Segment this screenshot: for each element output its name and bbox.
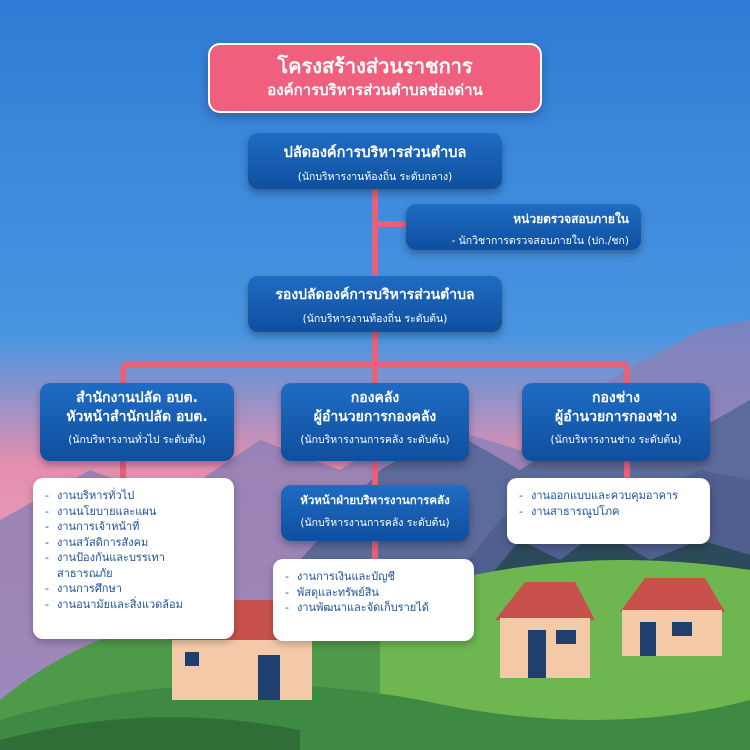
finance-subunit-box: หัวหน้าฝ่ายบริหารงานการคลัง (นักบริหารงา… <box>281 485 469 541</box>
list-item: งานบริหารทั่วไป <box>45 488 222 504</box>
department-box-finance: กองคลัง ผู้อำนวยการกองคลัง (นักบริหารงาน… <box>281 383 469 461</box>
chief-subtitle: (นักบริหารงานท้องถิ่น ระดับกลาง) <box>297 171 453 183</box>
task-card-finance: งานการเงินและบัญชี พัสดุและทรัพย์สิน งาน… <box>273 559 474 641</box>
list-item: งานออกแบบและควบคุมอาคาร <box>519 488 698 504</box>
deputy-box: รองปลัดองค์การบริหารส่วนตำบล (นักบริหารง… <box>248 276 502 332</box>
title-line-1: โครงสร้างส่วนราชการ <box>277 54 473 78</box>
department-title: สำนักงานปลัด อบต. <box>76 390 198 406</box>
list-item: งานอนามัยและสิ่งแวดล้อม <box>45 597 222 613</box>
department-title: กองช่าง <box>592 390 640 406</box>
audit-subtitle: - นักวิชาการตรวจสอบภายใน (ปก./ชก) <box>451 235 629 247</box>
department-box-office: สำนักงานปลัด อบต. หัวหน้าสำนักปลัด อบต. … <box>40 383 234 461</box>
list-item: งานนโยบายและแผน <box>45 504 222 520</box>
list-item: งานสวัสดิการสังคม <box>45 535 222 551</box>
department-subtitle: (นักบริหารงานทั่วไป ระดับต้น) <box>68 434 206 446</box>
department-subtitle: (นักบริหารงานช่าง ระดับต้น) <box>550 434 682 446</box>
chief-box: ปลัดองค์การบริหารส่วนตำบล (นักบริหารงานท… <box>248 133 502 189</box>
department-title: กองคลัง <box>350 390 400 406</box>
list-item: พัสดุและทรัพย์สิน <box>285 585 462 601</box>
list-item: งานพัฒนาและจัดเก็บรายได้ <box>285 600 462 616</box>
list-item: งานการเงินและบัญชี <box>285 569 462 585</box>
list-item: งานสาธารณูปโภค <box>519 504 698 520</box>
department-subtitle: (นักบริหารงานการคลัง ระดับต้น) <box>300 434 450 446</box>
task-card-engineering: งานออกแบบและควบคุมอาคาร งานสาธารณูปโภค <box>507 478 710 544</box>
department-head: หัวหน้าสำนักปลัด อบต. <box>66 409 208 425</box>
task-card-office: งานบริหารทั่วไป งานนโยบายและแผน งานการเจ… <box>33 478 234 639</box>
diagram-title: โครงสร้างส่วนราชการ องค์การบริหารส่วนตำบ… <box>208 43 542 113</box>
deputy-title: รองปลัดองค์การบริหารส่วนตำบล <box>275 287 475 303</box>
deputy-subtitle: (นักบริหารงานท้องถิ่น ระดับต้น) <box>302 313 448 325</box>
list-item: งานการเจ้าหน้าที่ <box>45 519 222 535</box>
department-head: ผู้อำนวยการกองช่าง <box>555 409 677 425</box>
department-box-engineering: กองช่าง ผู้อำนวยการกองช่าง (นักบริหารงาน… <box>522 383 710 461</box>
department-head: ผู้อำนวยการกองคลัง <box>313 409 437 425</box>
audit-title: หน่วยตรวจสอบภายใน <box>513 212 629 226</box>
subunit-subtitle: (นักบริหารงานการคลัง ระดับต้น) <box>300 517 450 529</box>
audit-box: หน่วยตรวจสอบภายใน - นักวิชาการตรวจสอบภาย… <box>406 204 641 250</box>
chief-title: ปลัดองค์การบริหารส่วนตำบล <box>283 145 467 161</box>
subunit-title: หัวหน้าฝ่ายบริหารงานการคลัง <box>300 493 450 507</box>
title-line-2: องค์การบริหารส่วนตำบลช่องด่าน <box>267 81 483 99</box>
list-item: งานป้องกันและบรรเทา สาธารณภัย <box>45 550 222 581</box>
list-item: งานการศึกษา <box>45 581 222 597</box>
